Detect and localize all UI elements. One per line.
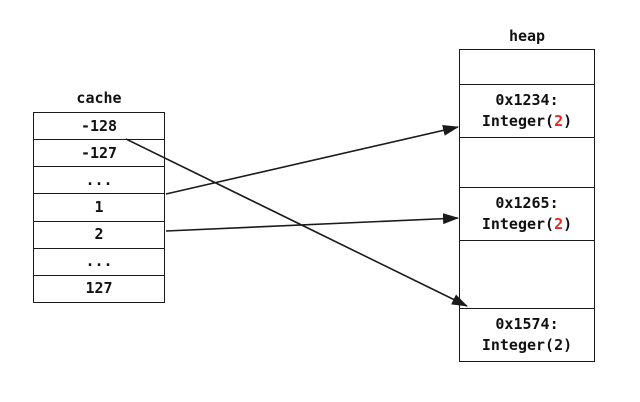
heap-cell-0x1574: 0x1574: Integer(2) [460, 309, 594, 360]
highlighted-number: 2 [554, 215, 564, 233]
plain-number: 2 [554, 335, 564, 354]
cache-row-ellipsis-top: ... [34, 167, 164, 195]
heap-label: heap [508, 27, 546, 45]
heap-address: 0x1234: [495, 91, 559, 109]
heap-cell-empty-2 [460, 241, 594, 309]
arrow-1-to-0x1234 [165, 124, 459, 195]
heap-cell-0x1265: 0x1265: Integer(2) [460, 188, 594, 241]
cache-row-1: 1 [34, 194, 164, 222]
heap-cell-0x1234: 0x1234: Integer(2) [460, 85, 594, 138]
highlighted-number: 2 [554, 112, 564, 130]
cache-row-2: 2 [34, 222, 164, 249]
cache-label: cache [76, 89, 122, 107]
arrow-2-to-0x1265 [165, 213, 459, 232]
heap-value: Integer(2) [481, 215, 573, 233]
heap-address: 0x1574: [495, 314, 559, 333]
heap-table: 0x1234: Integer(2) 0x1265: Integer(2) 0x… [459, 49, 595, 362]
cache-row-127: 127 [85, 279, 113, 298]
heap-cell-empty-1 [460, 138, 594, 188]
arrow-neg127-to-0x1574 [125, 138, 468, 307]
heap-cell-empty-0 [460, 50, 594, 85]
cache-row-neg127: -127 [34, 140, 164, 168]
heap-value: Integer(2) [481, 112, 573, 130]
cache-row-ellipsis-bottom: ... [34, 249, 164, 276]
heap-value: Integer(2) [481, 335, 573, 354]
heap-address: 0x1265: [495, 194, 559, 212]
cache-row-neg128: -128 [34, 113, 164, 141]
cache-table: -128 -127 ... 1 2 ... 127 [33, 112, 165, 303]
